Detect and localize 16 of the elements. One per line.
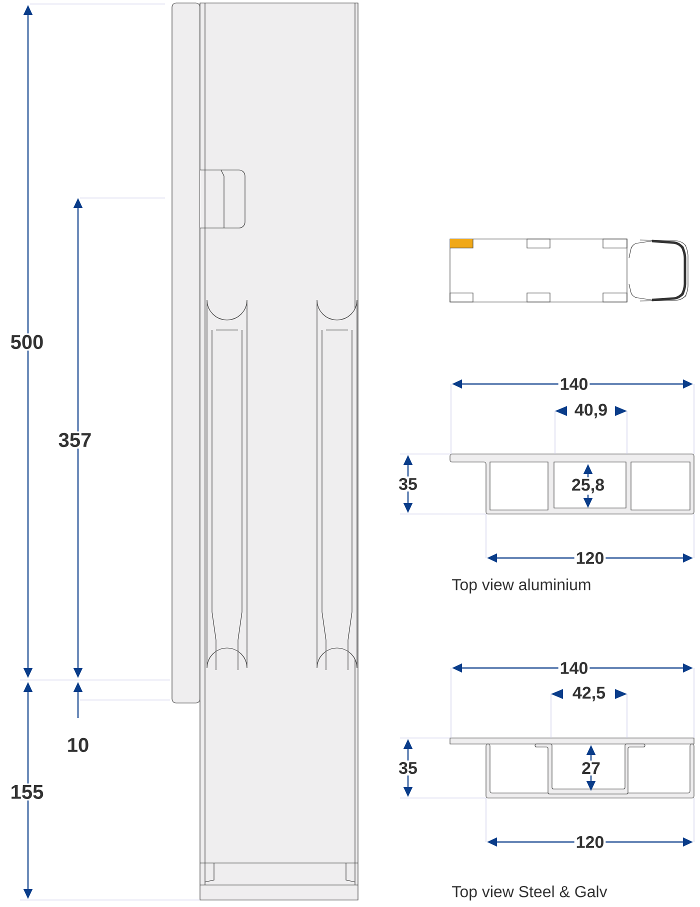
dimension-label: 120 [574, 550, 606, 566]
dimension-label: 40,9 [574, 404, 607, 418]
dimension-label: 35 [397, 760, 419, 776]
dimension-label: 25,8 [570, 477, 606, 495]
caption: Top view Steel & Galv [452, 886, 608, 900]
dimension-label: 10 [68, 738, 88, 752]
dimension-label: 27 [580, 760, 602, 776]
dimension-label: 500 [8, 333, 46, 351]
dimension-label: 357 [56, 431, 94, 449]
dimension-label: 155 [8, 784, 46, 800]
dimension-label: 140 [558, 660, 590, 676]
dimension-label: 42,5 [572, 686, 606, 702]
dimension-label: 35 [397, 476, 419, 492]
caption: Top view aluminium [452, 578, 590, 594]
dimension-label: 120 [574, 834, 606, 850]
dimension-label: 140 [558, 376, 590, 392]
